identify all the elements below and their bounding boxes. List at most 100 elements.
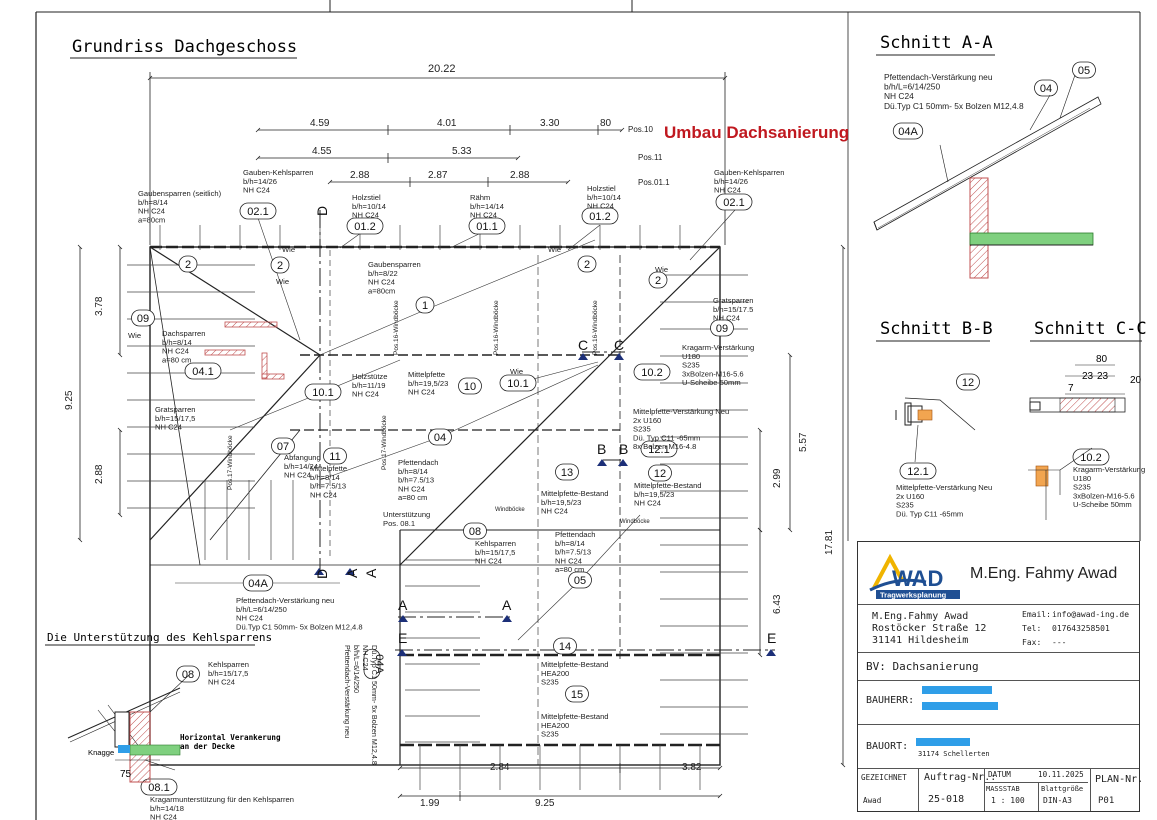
note-line: b/h=7.5/13 (555, 548, 591, 557)
position-tag: 04A (242, 574, 274, 592)
position-tag-label: 02.1 (247, 206, 268, 218)
note-line: b/h=15/17,5 (475, 548, 515, 557)
position-tag: 09 (131, 309, 155, 327)
position-tag: 05 (1072, 61, 1096, 79)
position-tag: 11 (323, 447, 347, 465)
dim-right-d: 6.43 (772, 594, 783, 614)
position-tag: 01.2 (581, 207, 619, 225)
position-tag: 12.1 (899, 462, 937, 480)
position-tag-label: 02.1 (723, 197, 744, 209)
note-line: b/h=14/14 (470, 202, 504, 211)
note-line: NH C24 (352, 211, 379, 220)
dim-left-c: 2.88 (94, 464, 105, 484)
position-tag: 09 (710, 319, 734, 337)
svg-text:Pfettendach-Verstärkung neu: Pfettendach-Verstärkung neu (343, 645, 352, 738)
note-line: NH C24 (368, 278, 395, 287)
position-tag-label: 09 (137, 313, 149, 325)
dim-cc-20: 20 (1130, 375, 1142, 386)
note-line: Gaubensparren (seitlich) (138, 189, 222, 198)
position-tag-label: 1 (422, 300, 428, 312)
note-line: NH C24 (884, 91, 914, 101)
position-tag-label: 09 (716, 323, 728, 335)
dim-r1-d: 80 (600, 118, 612, 129)
note-line: Abfangung (284, 453, 321, 462)
position-tag-label: 01.1 (476, 221, 497, 233)
note-line: S235 (682, 361, 700, 370)
position-tag-label: 12 (654, 468, 666, 480)
dim-r2-a: 4.55 (312, 146, 332, 157)
position-tag: 04.1 (184, 362, 222, 380)
note-line: b/h=19,5/23 (541, 498, 581, 507)
kehl-dim-75: 75 (120, 769, 132, 780)
position-tag: 10 (458, 377, 482, 395)
drawing-title: Grundriss Dachgeschoss (72, 37, 297, 57)
position-tag: 04A (363, 648, 385, 680)
note-line: a=80cm (138, 215, 165, 224)
note-line: Pfettendach-Verstärkung neu (884, 72, 993, 82)
company-name: M.Eng. Fahmy Awad (970, 565, 1118, 582)
note-line: U-Scheibe 50mm (1073, 500, 1132, 509)
note-line: HEA200 (541, 669, 569, 678)
position-tag-label: 01.2 (354, 221, 375, 233)
position-tag-label: 2 (655, 275, 661, 287)
position-tag: 02.1 (239, 202, 277, 220)
bauherr-row: BAUHERR: (858, 680, 1139, 725)
position-tag: 04A (892, 122, 924, 140)
note-line: Kragarmunterstützung für den Kehlsparren (150, 795, 294, 804)
position-tag-label: 08 (469, 526, 481, 538)
svg-text:Tragwerksplanung: Tragwerksplanung (880, 591, 947, 600)
note-line: S235 (633, 425, 651, 434)
position-tag: 10.2 (1072, 448, 1110, 466)
kehl-detail-drawing: 75 Knagge Horizontal Verankerung an der … (67, 674, 281, 783)
position-tag: 1 (415, 296, 435, 314)
dimension-texts: 20.22 4.59 4.01 3.30 80 4.55 5.33 2.88 2… (64, 63, 835, 809)
position-tag: 12 (956, 373, 980, 391)
note-line: Dachsparren (162, 329, 205, 338)
title-block: WAD Tragwerksplanung M.Eng. Fahmy Awad M… (857, 541, 1143, 812)
position-tag: 10.1 (499, 374, 537, 392)
note-line: a=80 cm (162, 355, 191, 364)
dim-right-b: 2.99 (772, 468, 783, 488)
awad-logo: WAD Tragwerksplanung (869, 553, 960, 600)
misc-labels: Wie Wie Wie Wie Wie Wie Windböcke Windbö… (128, 245, 668, 525)
dim-r1-a: 4.59 (310, 118, 330, 129)
dim-r2-b: 5.33 (452, 146, 472, 157)
position-tag-label: 14 (559, 641, 571, 653)
position-tag-label: 11 (329, 451, 340, 463)
note-line: NH C24 (138, 207, 165, 216)
svg-text:A: A (502, 597, 512, 613)
banner-title: Umbau Dachsanierung (664, 123, 849, 142)
dim-bottom-c: 1.99 (420, 798, 440, 809)
note-line: Mittelpfette (310, 464, 347, 473)
title-block-header: WAD Tragwerksplanung M.Eng. Fahmy Awad (858, 542, 1139, 605)
note-line: Mittelpfette-Bestand (541, 660, 609, 669)
svg-text:A: A (363, 568, 379, 578)
svg-text:D: D (314, 569, 330, 579)
svg-text:E: E (398, 630, 407, 646)
svg-text:C: C (614, 337, 624, 353)
svg-text:Windböcke: Windböcke (620, 519, 650, 525)
svg-text:E: E (767, 630, 776, 646)
position-tag-label: 01.2 (589, 211, 610, 223)
note-line: a=80 cm (555, 565, 584, 574)
note-line: b/h=19,5/23 (408, 379, 448, 388)
note-line: Gauben-Kehlsparren (243, 168, 314, 177)
svg-text:C: C (578, 337, 588, 353)
note-line: b/h=8/14 (138, 198, 168, 207)
position-tag: 07 (271, 437, 295, 455)
position-tag-label: 10.2 (1080, 452, 1101, 464)
note-line: 3xBolzen-M16-5.6 (682, 369, 744, 378)
position-tag-label: 13 (561, 467, 573, 479)
svg-text:Pos.17-Windböcke: Pos.17-Windböcke (227, 435, 234, 490)
note-line: NH C24 (555, 556, 582, 565)
note-line: 2x U160 (896, 492, 924, 501)
position-tag-label: 07 (277, 441, 289, 453)
position-tag: 2 (577, 255, 597, 273)
note-line: U-Scheibe 50mm (682, 378, 741, 387)
section-aa-title: Schnitt A-A (880, 33, 993, 53)
note-line: b/h=15/17,5 (208, 669, 248, 678)
note-line: NH C24 (470, 211, 497, 220)
svg-text:Wie: Wie (128, 331, 141, 340)
position-tag-label: 08 (182, 669, 194, 681)
note-line: b/h=14/18 (150, 804, 184, 813)
